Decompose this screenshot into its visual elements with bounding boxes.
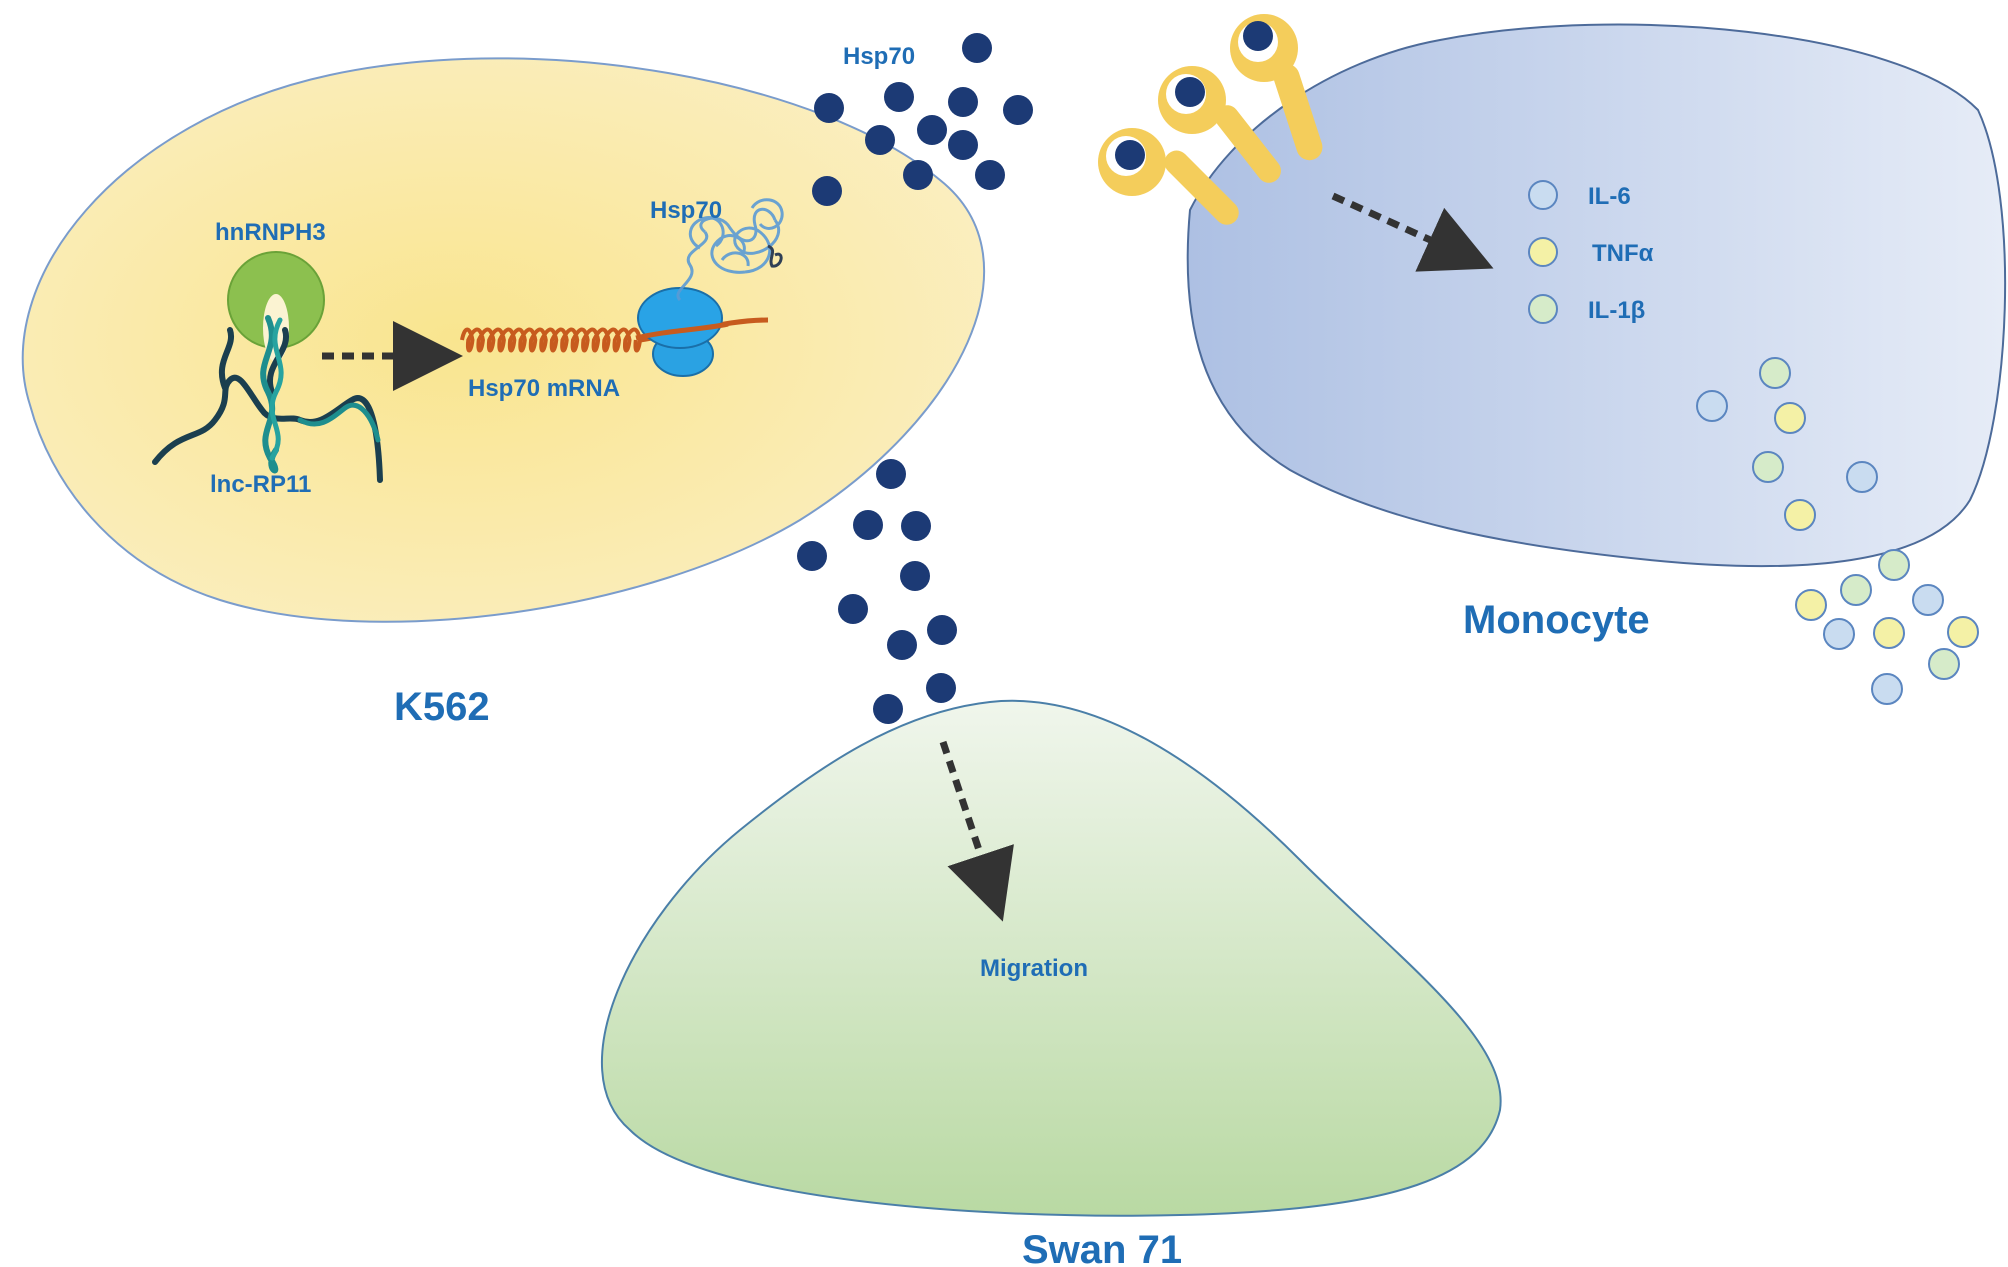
arrow-to-migration [939, 740, 1014, 922]
hsp70-dot [903, 160, 933, 190]
hsp70-dot [876, 459, 906, 489]
swan71-cell [601, 699, 1502, 1217]
monocyte-label: Monocyte [1463, 598, 1650, 642]
tnfa-dot [1795, 589, 1827, 621]
hnrnph3-label: hnRNPH3 [215, 219, 326, 246]
il1b-legend-dot [1528, 294, 1558, 324]
il6-dot [1912, 584, 1944, 616]
tnfa-dot [1947, 616, 1979, 648]
il1b-dot [1752, 451, 1784, 483]
hsp70-dot [887, 630, 917, 660]
hsp70-dot [900, 561, 930, 591]
hsp70-dot [917, 115, 947, 145]
lnc-rp11-rna [152, 315, 383, 483]
tnfa-dot [1784, 499, 1816, 531]
il1b-dot [1928, 648, 1960, 680]
il1b-label: IL-1β [1588, 297, 1645, 324]
hsp70-dot [948, 130, 978, 160]
ribosome-large-subunit [637, 287, 723, 349]
il6-dot [1846, 461, 1878, 493]
il6-dot [1823, 618, 1855, 650]
k562-label: K562 [394, 685, 490, 729]
tnfa-label: TNFα [1592, 240, 1654, 267]
hsp70-dot [797, 541, 827, 571]
hsp70-mrna [460, 327, 643, 353]
il6-legend-dot [1528, 180, 1558, 210]
hsp70-dot [962, 33, 992, 63]
hsp70-dot [1115, 140, 1145, 170]
il6-dot [1871, 673, 1903, 705]
hsp70-dot [948, 87, 978, 117]
hsp70-dot [884, 82, 914, 112]
hsp70-dot [814, 93, 844, 123]
monocyte-cell [1186, 23, 2007, 568]
tnfa-dot [1774, 402, 1806, 434]
il1b-dot [1878, 549, 1910, 581]
il6-dot [1696, 390, 1728, 422]
hsp70-dot [1243, 21, 1273, 51]
hsp70-dot [927, 615, 957, 645]
il1b-dot [1759, 357, 1791, 389]
hsp70-dot [838, 594, 868, 624]
hsp70-protein-extension [767, 244, 783, 268]
cytokine-legend: IL-6 TNFα IL-1β [1528, 180, 1654, 324]
tnfa-legend-dot [1528, 237, 1558, 267]
hsp70-protein-label: Hsp70 [650, 197, 722, 224]
hsp70-dot [812, 176, 842, 206]
hsp70-dot [865, 125, 895, 155]
secreted-cytokine-dots [1696, 357, 1979, 705]
hsp70-dot [975, 160, 1005, 190]
hsp70-mrna-label: Hsp70 mRNA [468, 375, 620, 402]
tnfa-dot [1873, 617, 1905, 649]
arrow-receptor-to-cytokines [1331, 192, 1494, 272]
hsp70-secreted-label: Hsp70 [843, 43, 915, 70]
hsp70-dot [1003, 95, 1033, 125]
hsp70-protein-tangle [676, 198, 784, 302]
ribosome-mrna-passage [635, 321, 729, 341]
hsp70-dot [853, 510, 883, 540]
hsp70-secreted-dots [797, 21, 1273, 724]
migration-label: Migration [980, 955, 1088, 982]
il6-label: IL-6 [1588, 183, 1631, 210]
swan71-label: Swan 71 [1022, 1228, 1182, 1267]
hsp70-dot [926, 673, 956, 703]
il1b-dot [1840, 574, 1872, 606]
lnc-rp11-label: lnc-RP11 [210, 471, 311, 498]
hsp70-dot [901, 511, 931, 541]
hsp70-dot [873, 694, 903, 724]
hsp70-dot [1175, 77, 1205, 107]
